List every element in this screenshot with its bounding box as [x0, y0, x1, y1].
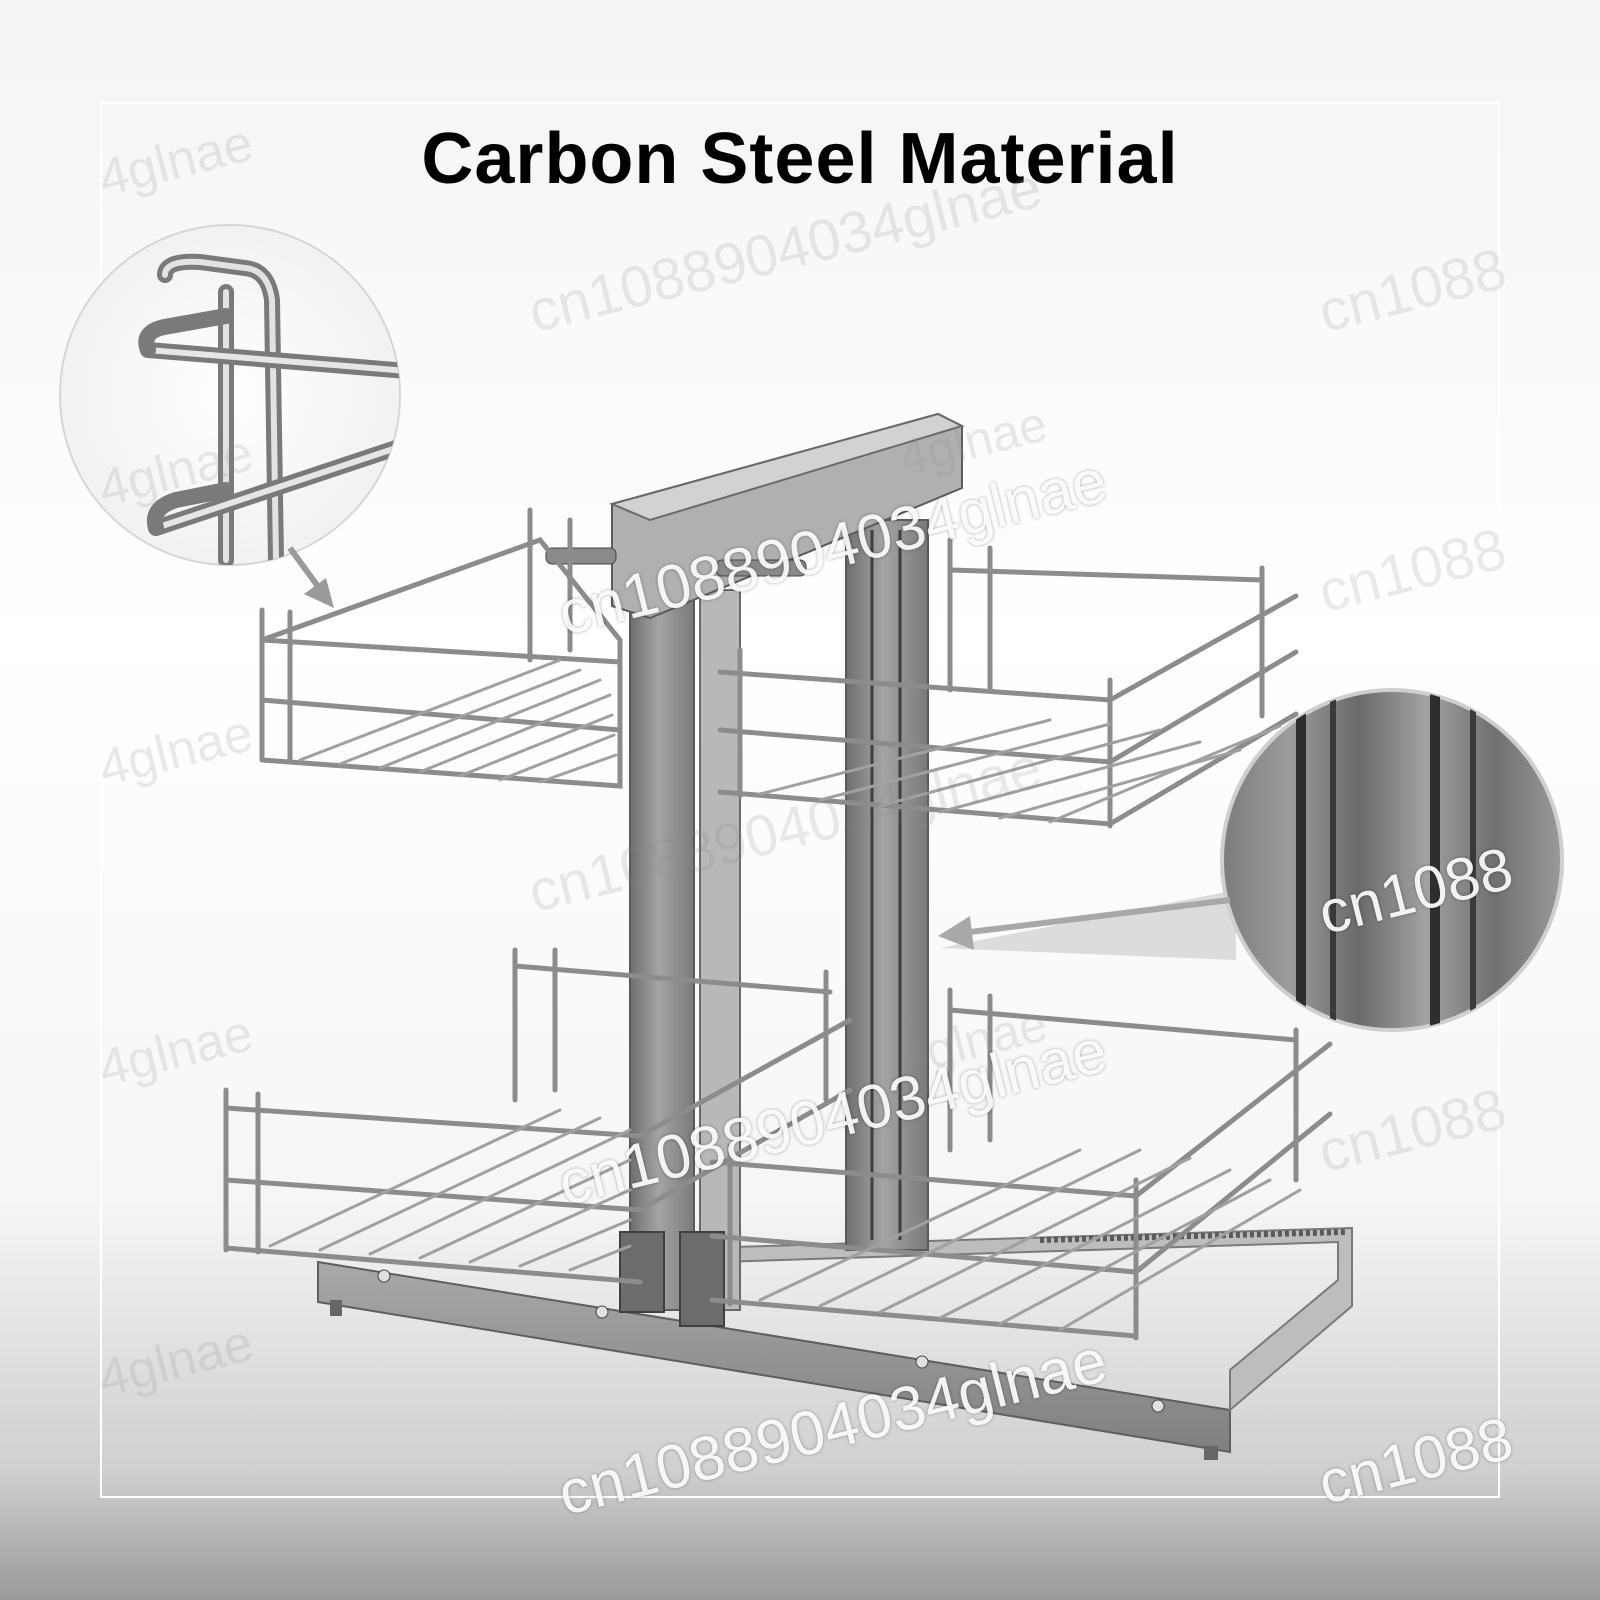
zoom-profile-detail: [940, 688, 1564, 1032]
page-title: Carbon Steel Material: [421, 119, 1179, 200]
top-header: [545, 412, 965, 620]
zoom-rail-detail: [59, 224, 401, 566]
center-posts: [619, 519, 929, 1327]
arrow-icon: [938, 897, 1231, 950]
basket-top-left: [259, 507, 623, 789]
basket-top-right: [717, 537, 1299, 829]
basket-bottom-right: [709, 987, 1333, 1341]
base-frame: [317, 1226, 1353, 1460]
arrow-icon: [287, 546, 334, 608]
basket-bottom-left: [223, 947, 853, 1285]
wire-baskets: [223, 507, 1333, 1341]
